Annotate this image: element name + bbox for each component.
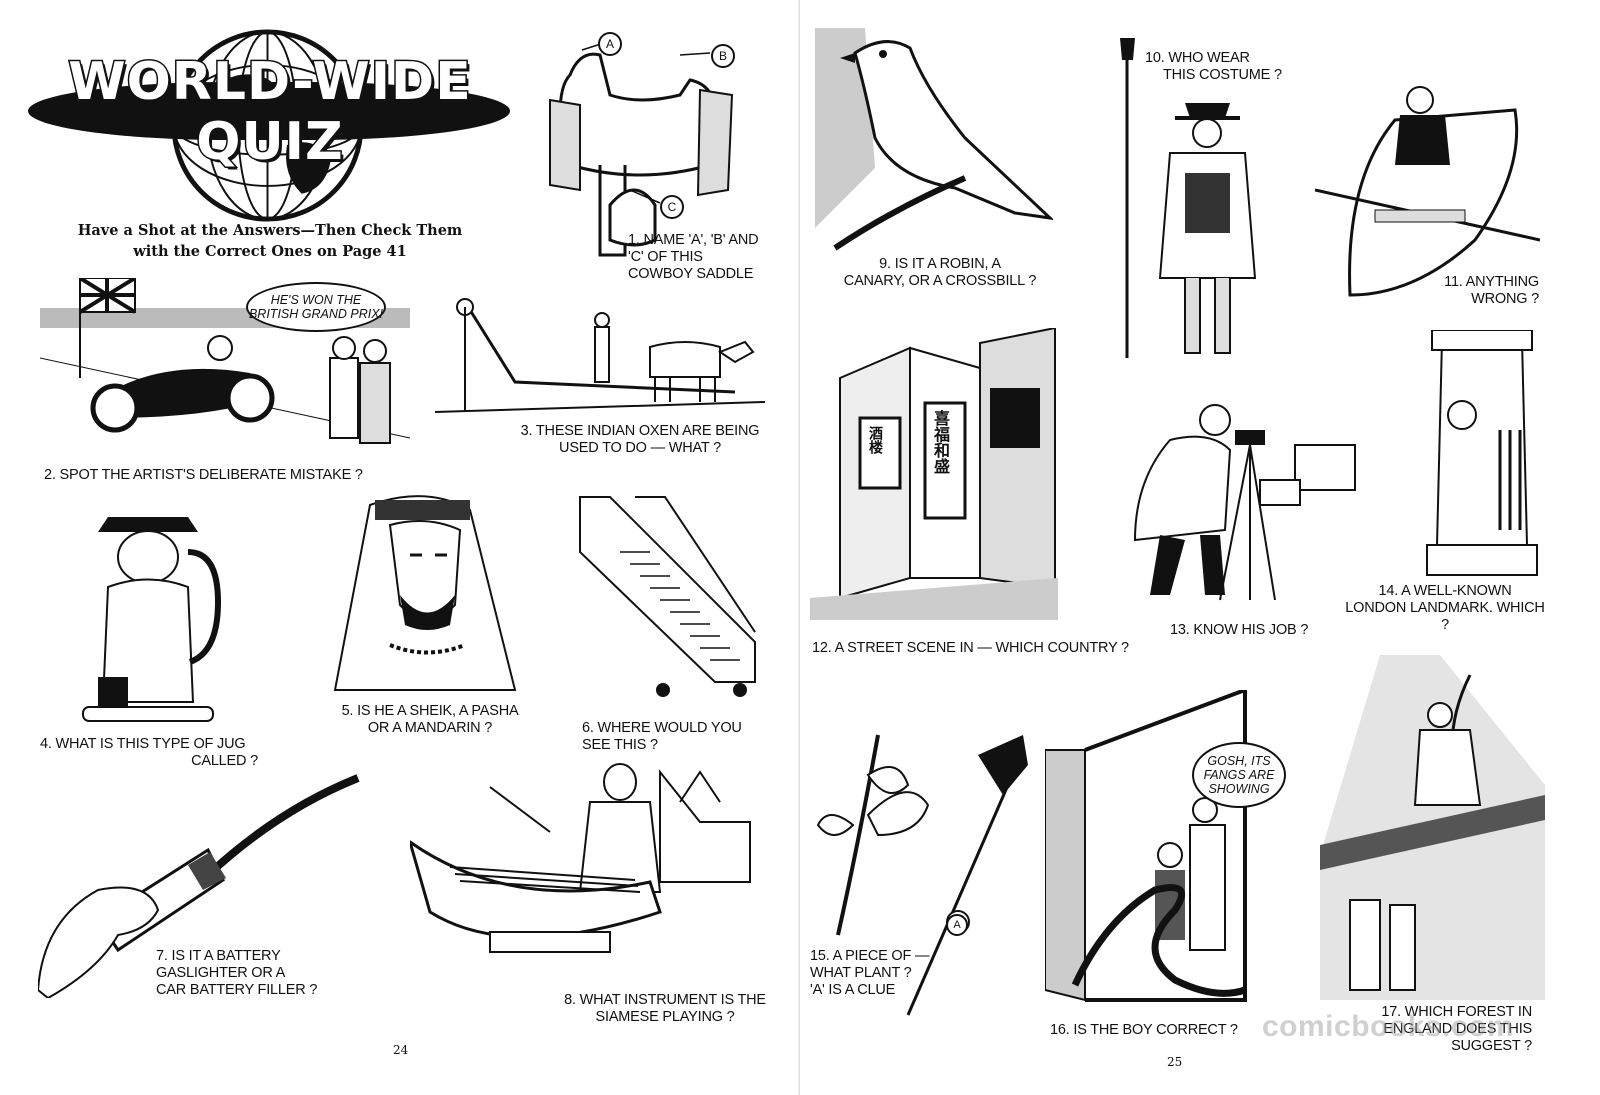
watermark: comicbooks.com [1262,1010,1515,1043]
xylophone-player-illustration [410,762,770,977]
airport-steps-illustration [575,492,760,700]
cenotaph-illustration [1422,330,1542,578]
page-title: WORLD-WIDE QUIZ [67,51,473,174]
question-7: 7. IS IT A BATTERY GASLIGHTER OR A CAR B… [156,948,318,998]
snake-window-illustration [1045,690,1250,1010]
street-scene-illustration [810,328,1058,620]
beefeater-illustration [1115,38,1260,366]
title-banner [28,82,510,140]
question-13: 13. KNOW HIS JOB ? [1170,622,1309,638]
question-2: 2. SPOT THE ARTIST'S DELIBERATE MISTAKE … [44,467,363,483]
question-8: 8. WHAT INSTRUMENT IS THE SIAMESE PLAYIN… [564,992,766,1025]
question-4: 4. WHAT IS THIS TYPE OF JUG CALLED ? [40,736,258,769]
question-17: 17. WHICH FOREST IN ENGLAND DOES THIS SU… [1381,1004,1532,1054]
rowing-boat-illustration [1315,80,1540,308]
subtitle-line-1: Have a Shot at the Answers—Then Check Th… [77,222,463,239]
right-page: 9. IS IT A ROBIN, A CANARY, OR A CROSSBI… [800,0,1600,1095]
question-10: 10. WHO WEAR THIS COSTUME ? [1145,50,1282,83]
sign-1: 酒楼 [867,426,883,454]
label-c: C [660,195,684,219]
subtitle-line-2: with the Correct Ones on Page 41 [133,243,407,260]
label-a: A [598,32,622,56]
sheik-illustration [330,485,525,697]
toby-jug-illustration [78,512,223,727]
subtitle: Have a Shot at the Answers—Then Check Th… [60,220,480,262]
bird-illustration [815,28,1053,256]
fangs-speech-bubble: GOSH, ITS FANGS ARE SHOWING [1192,742,1286,808]
question-12: 12. A STREET SCENE IN — WHICH COUNTRY ? [812,640,1129,656]
question-6: 6. WHERE WOULD YOU SEE THIS ? [582,720,742,753]
grand-prix-speech-bubble: HE'S WON THE BRITISH GRAND PRIX! [246,282,386,332]
battery-filler-illustration [38,770,368,998]
question-9: 9. IS IT A ROBIN, A CANARY, OR A CROSSBI… [843,256,1037,289]
saddle-illustration [540,25,740,260]
left-page: WORLD-WIDE QUIZ Have a Shot at the Answe… [28,25,770,1057]
question-16: 16. IS THE BOY CORRECT ? [1050,1022,1238,1038]
page-number-left: 24 [393,1043,409,1057]
question-1: 1. NAME 'A', 'B' AND 'C' OF THIS COWBOY … [628,232,759,282]
question-14: 14. A WELL-KNOWN LONDON LANDMARK. WHICH … [1345,583,1545,633]
sign-2: 喜福和盛 [931,410,950,474]
question-11: 11. ANYTHING WRONG ? [1444,274,1539,307]
question-5: 5. IS HE A SHEIK, A PASHA OR A MANDARIN … [341,703,519,736]
page-number-right: 25 [1167,1055,1183,1069]
label-b: B [711,44,735,68]
forest-archer-illustration [1320,655,1545,1000]
broom-label-a: A [946,914,968,936]
question-3: 3. THESE INDIAN OXEN ARE BEING USED TO D… [520,423,760,456]
oxen-illustration [435,292,765,420]
surveyor-illustration [1130,400,1360,605]
plant-and-broom-illustration [808,725,1028,1017]
question-15: 15. A PIECE OF — WHAT PLANT ? 'A' IS A C… [810,948,930,998]
